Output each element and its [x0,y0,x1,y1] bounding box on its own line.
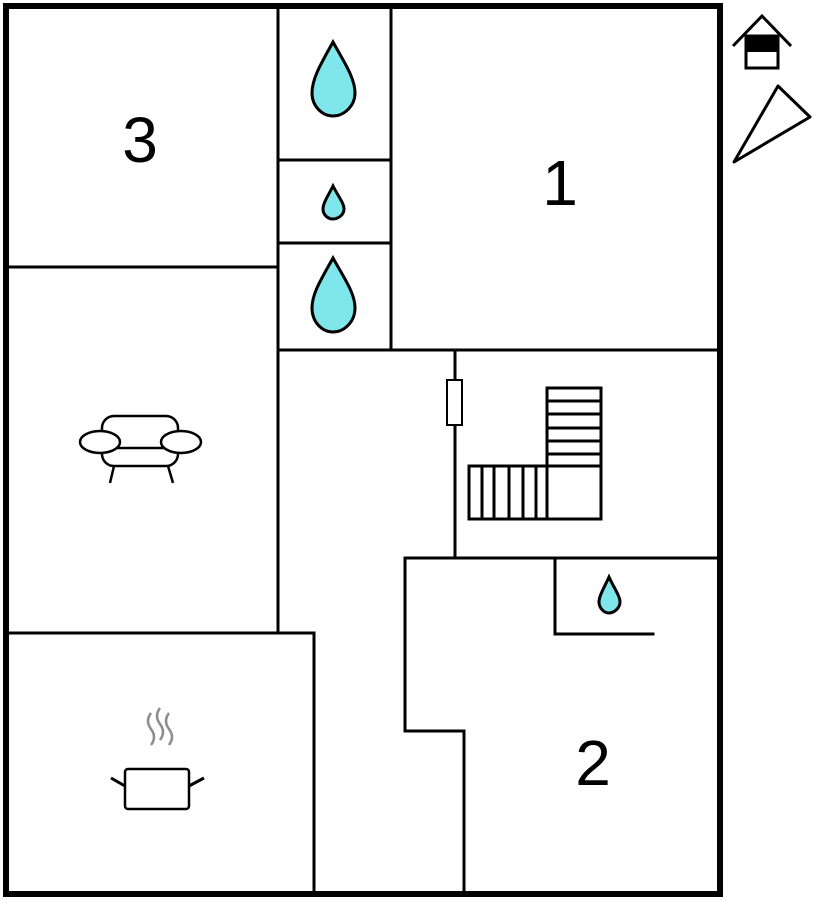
cooking-pot-icon [110,707,205,811]
room-3: 3 [122,104,158,176]
compass-arrow-icon [732,84,812,164]
room-1: 1 [542,147,578,219]
water-drop-icon [597,573,622,615]
room-label-3: 3 [122,104,158,176]
water-drop-icon [310,38,357,118]
sofa-icon [78,414,203,484]
room-label-2: 2 [575,727,611,799]
room-label-1: 1 [542,147,578,219]
outer-wall [3,3,723,897]
water-drop-icon [321,182,346,221]
interior-walls [4,4,722,896]
window [446,379,463,426]
water-drop-icon [310,254,357,334]
room-2: 2 [575,727,611,799]
stairs-icon [467,386,603,521]
house-floor-icon [731,13,793,70]
